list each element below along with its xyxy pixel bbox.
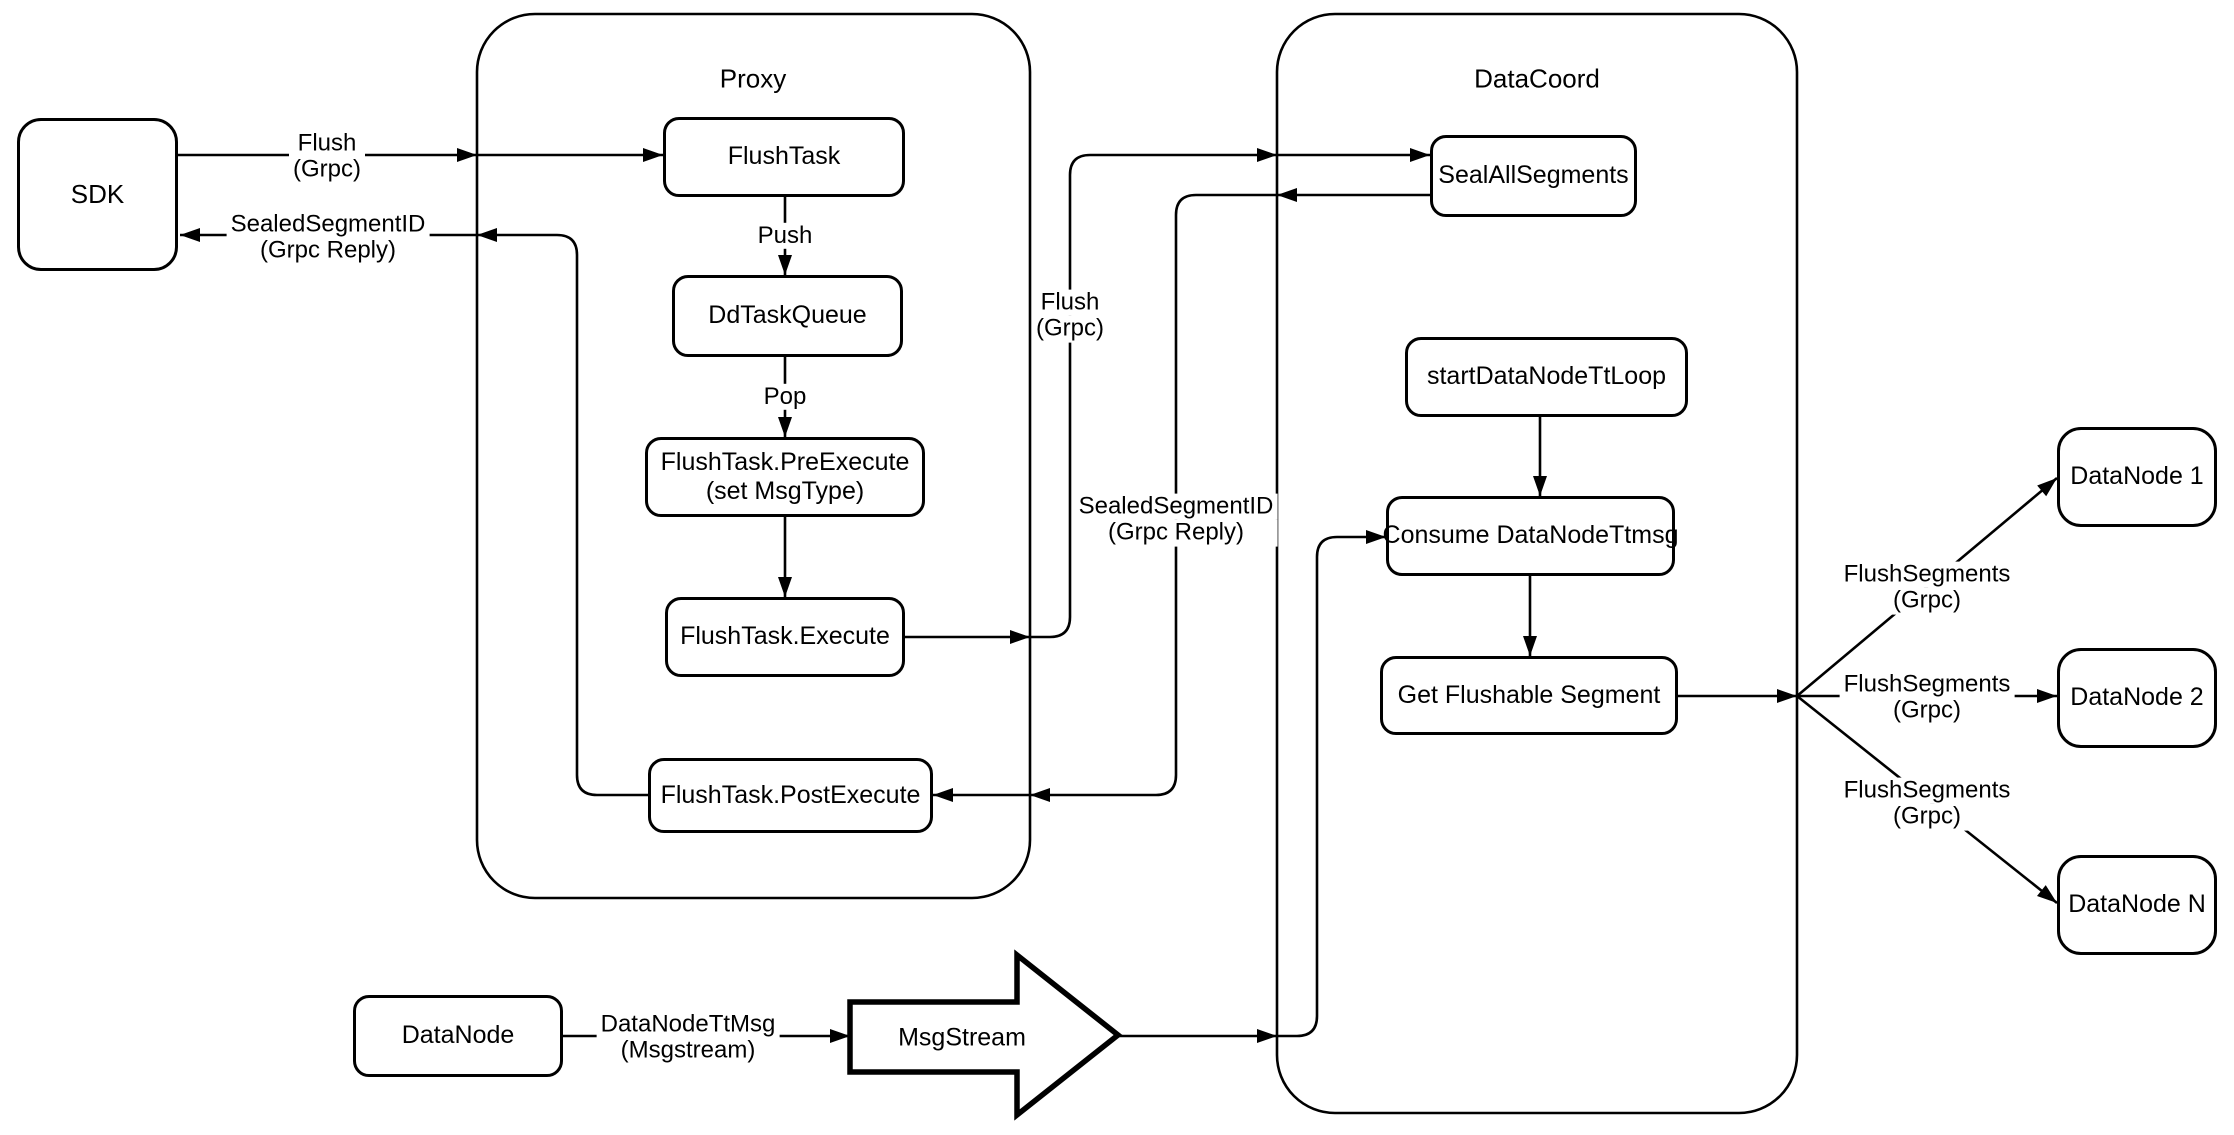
- node-datanode-2: DataNode 2: [2057, 648, 2217, 748]
- node-flushtask-label: FlushTask: [727, 142, 841, 171]
- node-execute-label: FlushTask.Execute: [680, 622, 890, 651]
- edge-label-line: FlushSegments: [1839, 777, 2015, 804]
- edge-label-flush-grpc-sdk: Flush (Grpc): [289, 130, 365, 184]
- node-datanode-1: DataNode 1: [2057, 427, 2217, 527]
- edge-label-line: (Grpc Reply): [1074, 519, 1278, 547]
- node-consume-datanodettmsg-label: Consume DataNodeTtmsg: [1382, 521, 1679, 550]
- edge-label-line: FlushSegments: [1839, 561, 2015, 588]
- edge-postexecute-to-proxy-boundary: [477, 228, 648, 797]
- edge-label-flush-grpc-datacoord: Flush (Grpc): [1032, 289, 1108, 343]
- datacoord-container: [1275, 12, 1799, 1115]
- node-getflushablesegment-label: Get Flushable Segment: [1397, 680, 1661, 709]
- edge-label-line: (Grpc): [289, 156, 365, 184]
- edge-datacoord-to-consume: [1277, 530, 1386, 1038]
- edge-label-line: (Grpc): [1839, 587, 2015, 615]
- edge-label-line: SealedSegmentID: [1074, 493, 1278, 520]
- node-datanode-n: DataNode N: [2057, 855, 2217, 955]
- edge-label-line: Push: [753, 222, 817, 250]
- proxy-container-label: Proxy: [719, 63, 787, 94]
- edge-label-line: SealedSegmentID: [226, 211, 430, 238]
- node-ddtaskqueue-label: DdTaskQueue: [708, 301, 867, 330]
- node-datanode-2-label: DataNode 2: [2070, 683, 2204, 712]
- node-consume-datanodettmsg: Consume DataNodeTtmsg: [1383, 496, 1678, 576]
- node-startdatanodettloop-label: startDataNodeTtLoop: [1426, 362, 1667, 391]
- node-flushtask: FlushTask: [663, 117, 905, 197]
- edge-label-flushsegments-2: FlushSegments (Grpc): [1839, 671, 2015, 725]
- node-startdatanodettloop: startDataNodeTtLoop: [1405, 337, 1688, 417]
- edge-label-line: DataNodeTtMsg: [596, 1011, 780, 1038]
- edge-label-pop: Pop: [759, 383, 811, 411]
- node-datanode-label: DataNode: [401, 1021, 515, 1050]
- msgstream-label: MsgStream: [898, 1023, 1026, 1052]
- node-postexecute-label: FlushTask.PostExecute: [660, 780, 921, 809]
- edge-label-line: (Grpc): [1032, 315, 1108, 343]
- node-getflushablesegment: Get Flushable Segment: [1380, 656, 1678, 735]
- proxy-container: [475, 12, 1032, 900]
- edge-label-line: (Grpc): [1839, 803, 2015, 831]
- edge-flush-to-datacoord-boundary: [1030, 148, 1277, 639]
- node-preexecute-sublabel: (set MsgType): [705, 477, 865, 505]
- node-sealallsegments-label: SealAllSegments: [1438, 161, 1629, 190]
- edge-label-line: (Msgstream): [596, 1037, 780, 1065]
- datacoord-container-label: DataCoord: [1474, 63, 1600, 94]
- node-sdk-label: SDK: [70, 179, 125, 210]
- node-sealallsegments: SealAllSegments: [1430, 135, 1637, 217]
- edge-label-flushsegments-3: FlushSegments (Grpc): [1839, 777, 2015, 831]
- edge-label-line: FlushSegments: [1839, 671, 2015, 698]
- node-postexecute: FlushTask.PostExecute: [648, 758, 933, 833]
- node-datanode-1-label: DataNode 1: [2070, 462, 2204, 491]
- edge-label-line: Pop: [759, 383, 811, 411]
- node-ddtaskqueue: DdTaskQueue: [672, 275, 903, 357]
- diagram-edges: [178, 148, 2058, 1043]
- edge-label-sealedsegmentid-sdk: SealedSegmentID (Grpc Reply): [226, 211, 430, 265]
- edge-label-sealedsegmentid-datacoord: SealedSegmentID (Grpc Reply): [1074, 493, 1278, 547]
- node-datanode: DataNode: [353, 995, 563, 1077]
- node-preexecute-label: FlushTask.PreExecute: [660, 447, 910, 476]
- edge-label-push: Push: [753, 222, 817, 250]
- node-execute: FlushTask.Execute: [665, 597, 905, 677]
- msgstream-block-arrow: [847, 949, 1123, 1121]
- edge-label-line: Flush: [1032, 289, 1108, 316]
- edge-label-flushsegments-1: FlushSegments (Grpc): [1839, 561, 2015, 615]
- edge-label-datanodettmsg: DataNodeTtMsg (Msgstream): [596, 1011, 780, 1065]
- node-sdk: SDK: [17, 118, 178, 271]
- edge-label-line: Flush: [289, 130, 365, 157]
- node-preexecute: FlushTask.PreExecute (set MsgType): [645, 437, 925, 517]
- edge-label-line: (Grpc Reply): [226, 237, 430, 265]
- node-datanode-n-label: DataNode N: [2068, 890, 2206, 919]
- edge-label-line: (Grpc): [1839, 697, 2015, 725]
